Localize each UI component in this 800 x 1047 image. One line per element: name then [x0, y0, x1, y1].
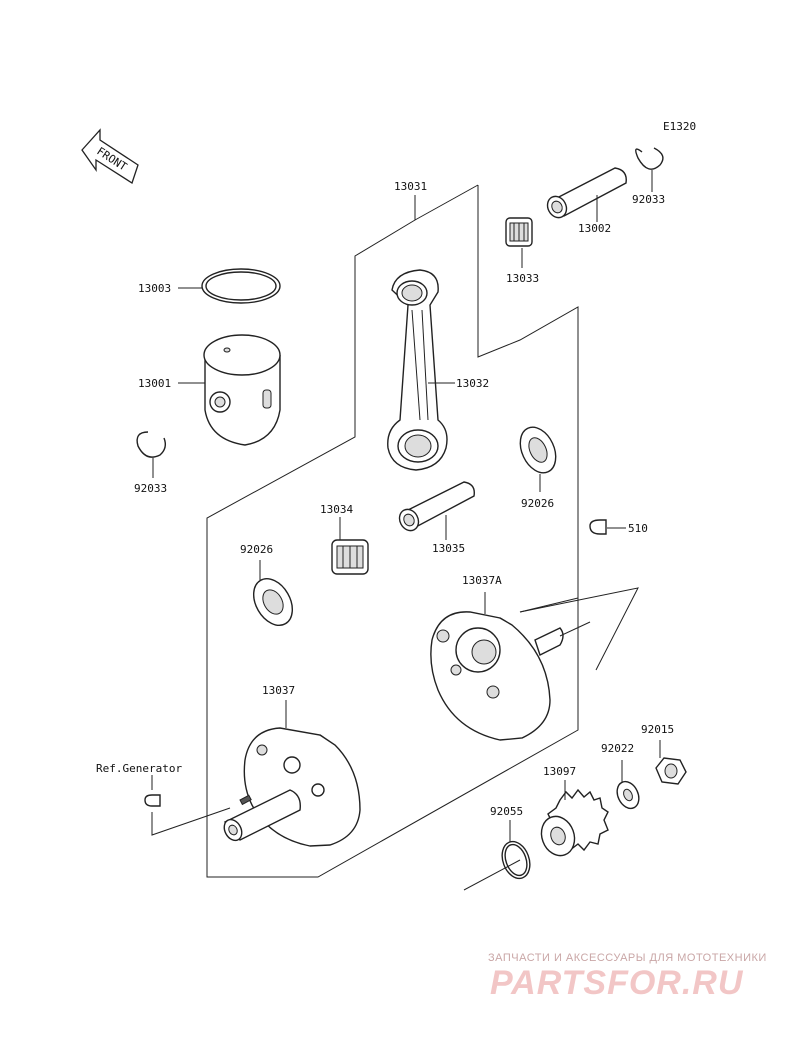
label-13032: 13032 — [456, 377, 489, 390]
crankshaft-left-13037 — [223, 727, 361, 847]
piston-13001 — [203, 334, 281, 446]
label-13003: 13003 — [138, 282, 171, 295]
label-13097: 13097 — [543, 765, 576, 778]
needle-bearing-13033 — [505, 217, 533, 247]
label-13037: 13037 — [262, 684, 295, 697]
label-13037A: 13037A — [462, 574, 502, 587]
label-92026-left: 92026 — [240, 543, 273, 556]
ref-generator-label: Ref.Generator — [96, 762, 182, 775]
label-92015: 92015 — [641, 723, 674, 736]
diagram-code: E1320 — [663, 120, 696, 133]
assembly-outline — [206, 184, 579, 878]
circlip-92033-top — [635, 147, 664, 170]
label-13033: 13033 — [506, 272, 539, 285]
o-ring-92055 — [501, 840, 531, 880]
gear-13097 — [540, 788, 609, 857]
crank-pin-13035 — [398, 481, 475, 532]
label-510: 510 — [628, 522, 648, 535]
circlip-92033-left — [136, 431, 167, 458]
washer-92022 — [616, 780, 640, 810]
piston-pin-13002 — [546, 167, 627, 219]
label-92055: 92055 — [490, 805, 523, 818]
label-13001: 13001 — [138, 377, 171, 390]
front-arrow-icon: FRONT — [81, 128, 139, 184]
key-510 — [589, 519, 607, 535]
thrust-washer-92026-left — [252, 578, 294, 626]
needle-bearing-13034 — [331, 539, 369, 575]
connecting-rod-13032 — [387, 269, 448, 471]
label-13031: 13031 — [394, 180, 427, 193]
label-92022: 92022 — [601, 742, 634, 755]
ref-generator-key — [144, 794, 161, 807]
label-92026-right: 92026 — [521, 497, 554, 510]
watermark-tagline: ЗАПЧАСТИ И АКСЕССУАРЫ ДЛЯ МОТОТЕХНИКИ — [488, 952, 767, 964]
label-92033-top: 92033 — [632, 193, 665, 206]
nut-92015 — [655, 757, 687, 785]
label-13035: 13035 — [432, 542, 465, 555]
piston-ring-13003 — [201, 268, 281, 304]
thrust-washer-92026-right — [519, 426, 557, 474]
crankshaft-right-13037A — [430, 611, 591, 741]
label-92033-left: 92033 — [134, 482, 167, 495]
label-13034: 13034 — [320, 503, 353, 516]
watermark-brand: PARTSFOR.RU — [490, 964, 744, 1002]
label-13002: 13002 — [578, 222, 611, 235]
